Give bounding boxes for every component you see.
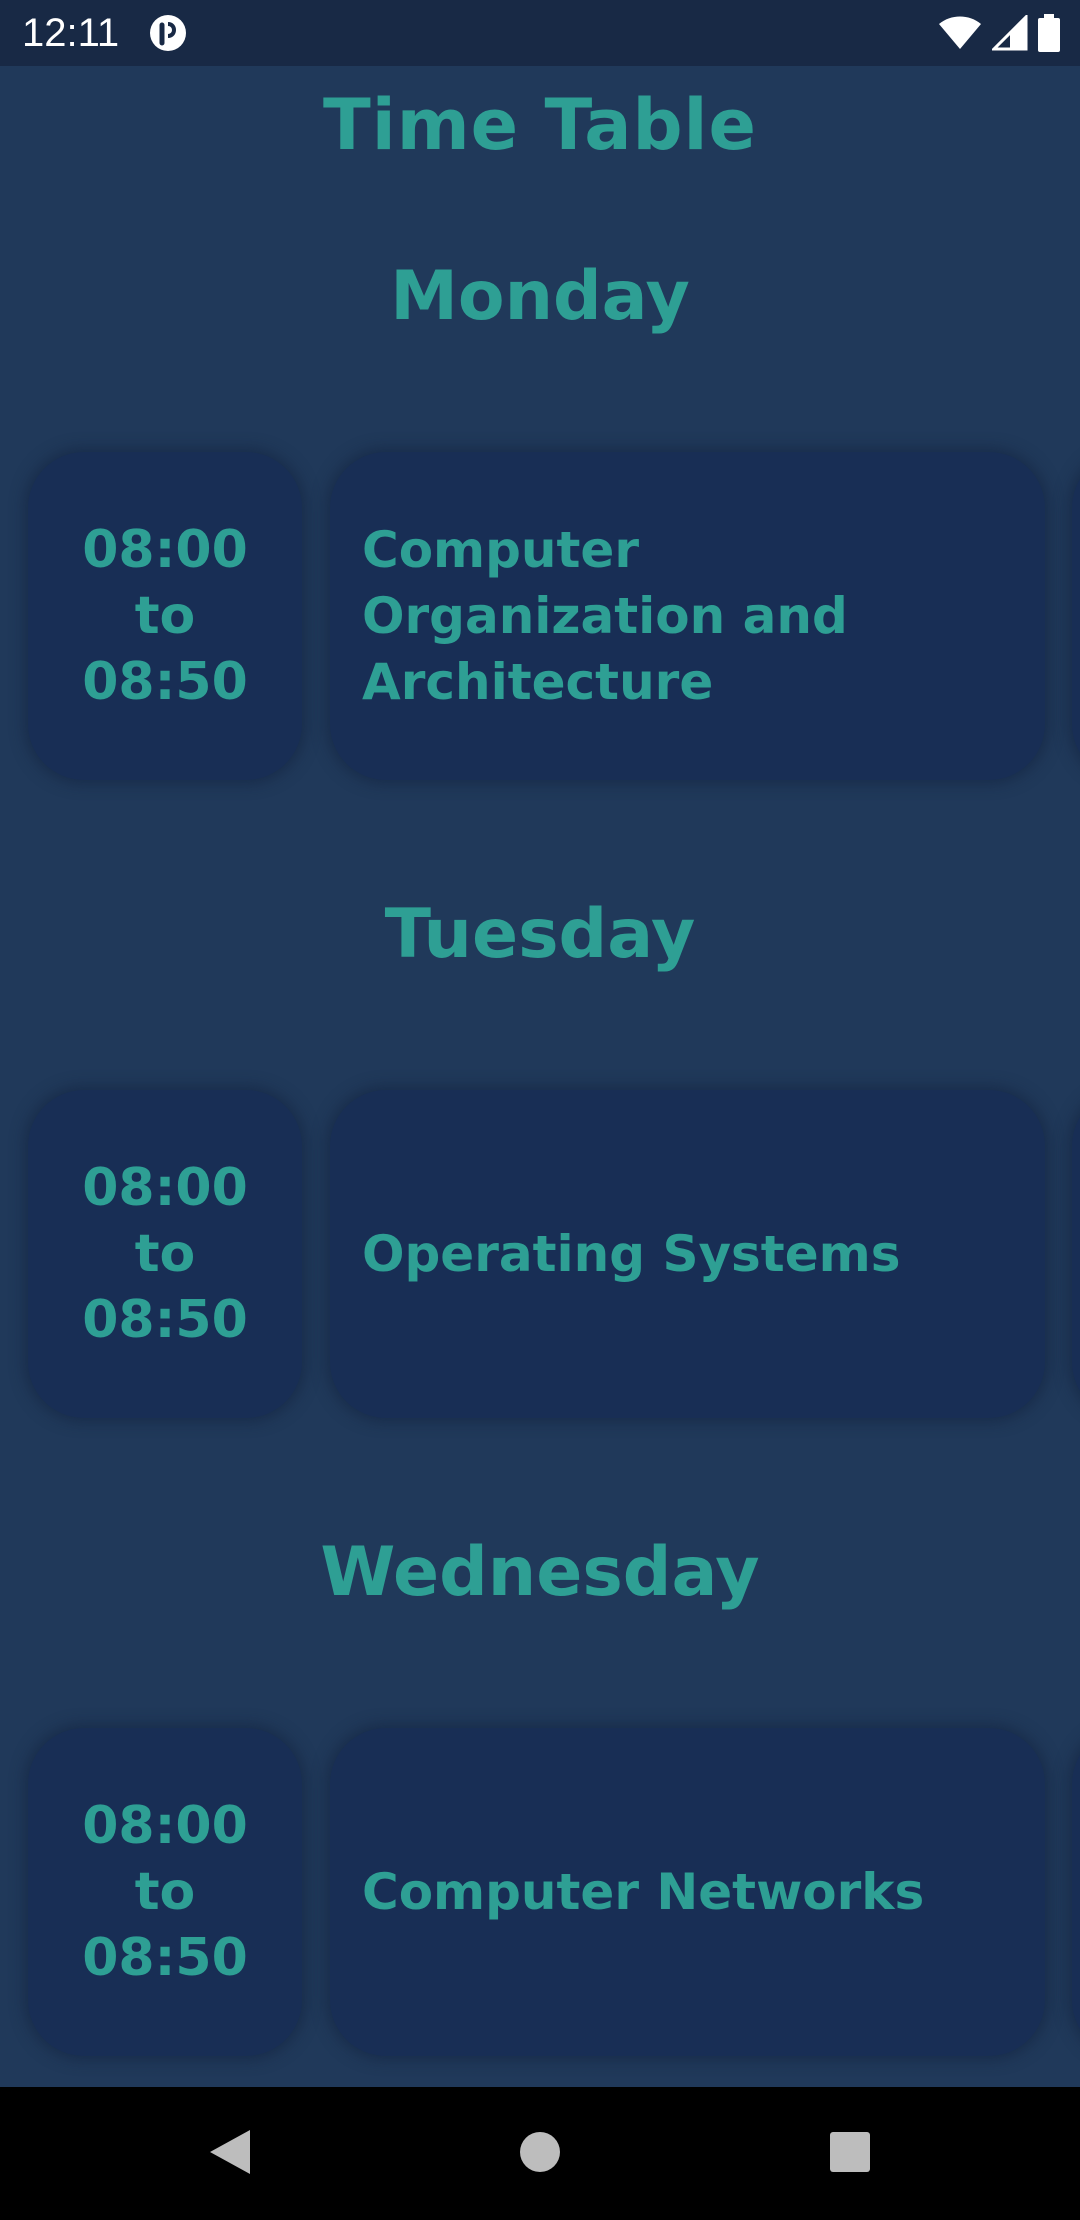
cell-signal-icon	[992, 15, 1028, 51]
back-button[interactable]	[190, 2087, 270, 2220]
home-icon	[518, 2130, 562, 2178]
subject-name: Operating Systems	[362, 1225, 901, 1283]
time-slot-card[interactable]: 08:00 to 08:50	[28, 452, 302, 780]
back-icon	[208, 2128, 252, 2180]
next-card-peek[interactable]	[1072, 1090, 1080, 1418]
status-time: 12:11	[22, 11, 120, 55]
end-time: 08:50	[82, 652, 248, 712]
status-bar: 12:11	[0, 0, 1080, 66]
next-card-peek[interactable]	[1072, 452, 1080, 780]
recents-button[interactable]	[810, 2087, 890, 2220]
end-time: 08:50	[82, 1290, 248, 1350]
subject-name: Computer Networks	[362, 1863, 925, 1921]
home-button[interactable]	[500, 2087, 580, 2220]
end-time: 08:50	[82, 1928, 248, 1988]
recents-icon	[829, 2131, 871, 2177]
day-heading-monday: Monday	[390, 257, 690, 336]
subject-card[interactable]: Operating Systems	[330, 1090, 1045, 1418]
day-heading-tuesday: Tuesday	[384, 895, 696, 974]
start-time: 08:00	[82, 1796, 248, 1856]
app-notification-icon	[148, 13, 188, 53]
start-time: 08:00	[82, 520, 248, 580]
battery-icon	[1038, 14, 1060, 52]
navigation-bar	[0, 2087, 1080, 2220]
time-separator: to	[134, 1862, 196, 1922]
wifi-icon	[938, 15, 982, 51]
time-separator: to	[134, 586, 196, 646]
page-title: Time Table	[322, 84, 758, 166]
day-heading-wednesday: Wednesday	[320, 1533, 760, 1612]
time-separator: to	[134, 1224, 196, 1284]
subject-name: Computer Organization and Architecture	[362, 521, 848, 711]
subject-card[interactable]: Computer Organization and Architecture	[330, 452, 1045, 780]
next-card-peek[interactable]	[1072, 1728, 1080, 2056]
time-slot-card[interactable]: 08:00 to 08:50	[28, 1728, 302, 2056]
start-time: 08:00	[82, 1158, 248, 1218]
status-icons	[938, 13, 1060, 53]
time-slot-card[interactable]: 08:00 to 08:50	[28, 1090, 302, 1418]
subject-card[interactable]: Computer Networks	[330, 1728, 1045, 2056]
